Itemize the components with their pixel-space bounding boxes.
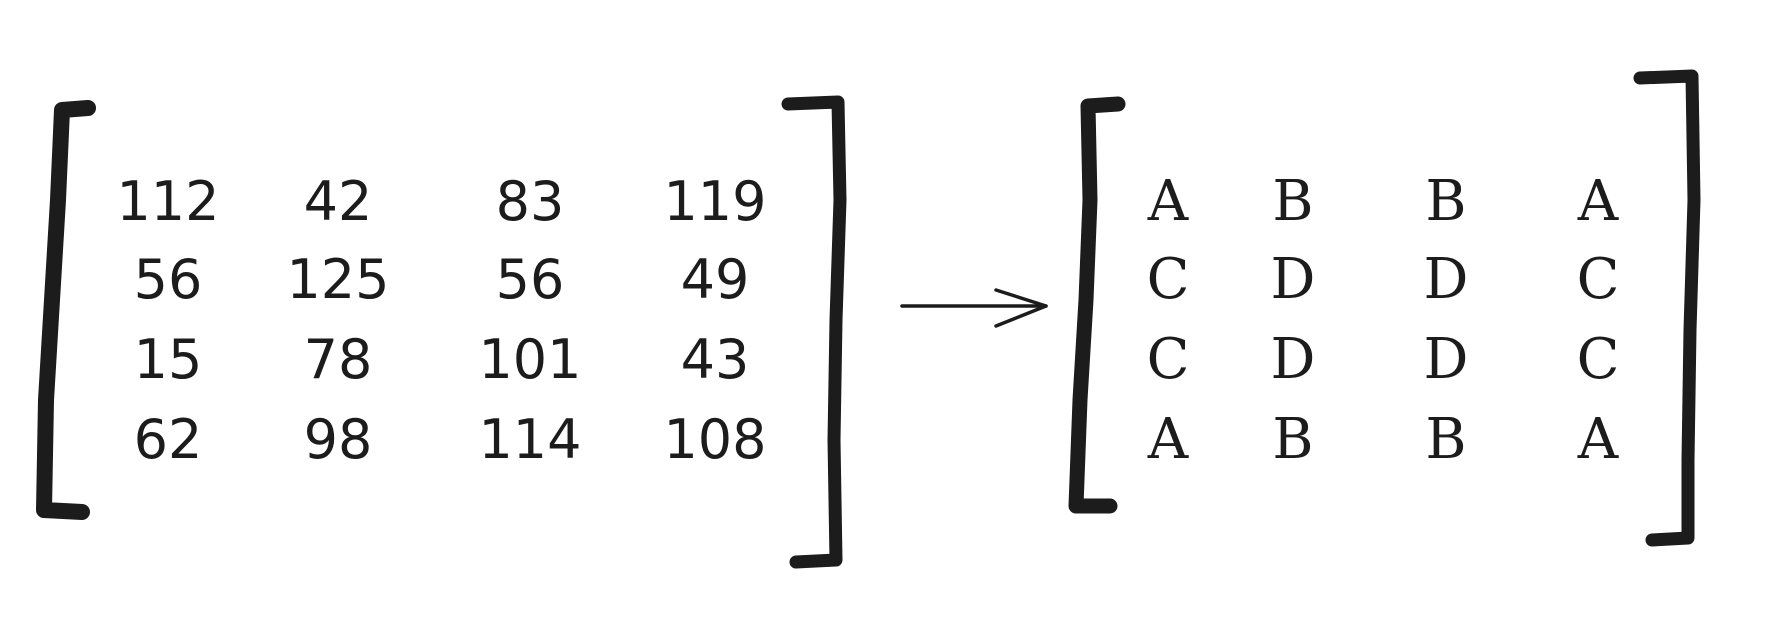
right-matrix-cell-r3-c2: D <box>1271 327 1316 392</box>
right-matrix-close-bracket <box>1633 69 1701 547</box>
mapping-arrow <box>900 288 1048 328</box>
left-matrix-cell-r2-c4: 49 <box>681 248 750 311</box>
right-matrix-cell-r2-c4: C <box>1577 247 1620 312</box>
right-matrix-cell-r1-c3: B <box>1425 169 1466 234</box>
left-matrix-cells: 112 42 83 119 56 125 56 49 15 78 101 43 62 98 114 108 <box>116 170 766 471</box>
right-matrix-open-bracket <box>1068 96 1126 514</box>
right-matrix-cell-r4-c4: A <box>1577 407 1619 472</box>
left-matrix-cell-r4-c3: 114 <box>478 408 581 471</box>
right-matrix-cell-r1-c4: A <box>1577 169 1619 234</box>
right-matrix-cell-r2-c3: D <box>1424 247 1469 312</box>
left-matrix-cell-r1-c3: 83 <box>496 170 565 233</box>
left-matrix-cell-r4-c1: 62 <box>134 408 203 471</box>
right-matrix-cell-r2-c2: D <box>1271 247 1316 312</box>
right-matrix-cell-r2-c1: C <box>1147 247 1190 312</box>
left-matrix-cell-r1-c4: 119 <box>663 170 766 233</box>
left-matrix-cell-r2-c2: 125 <box>286 248 389 311</box>
left-matrix-cell-r1-c1: 112 <box>116 170 219 233</box>
left-matrix-cell-r1-c2: 42 <box>304 170 373 233</box>
left-matrix-cell-r3-c3: 101 <box>478 328 581 391</box>
left-matrix-cell-r3-c4: 43 <box>681 328 750 391</box>
right-matrix-cell-r3-c3: D <box>1424 327 1469 392</box>
left-matrix-open-bracket <box>36 100 96 520</box>
right-matrix-cell-r3-c4: C <box>1577 327 1620 392</box>
left-matrix-close-bracket <box>781 95 847 569</box>
left-matrix-cell-r3-c1: 15 <box>134 328 203 391</box>
right-matrix-cell-r4-c3: B <box>1425 407 1466 472</box>
right-matrix-cell-r4-c2: B <box>1272 407 1313 472</box>
right-matrix-cell-r4-c1: A <box>1147 407 1189 472</box>
right-matrix-cell-r3-c1: C <box>1147 327 1190 392</box>
left-matrix-cell-r2-c1: 56 <box>134 248 203 311</box>
left-matrix-cell-r3-c2: 78 <box>304 328 373 391</box>
right-matrix-cell-r1-c1: A <box>1147 169 1189 234</box>
right-matrix-cell-r1-c2: B <box>1272 169 1313 234</box>
left-matrix: 112 42 83 119 56 125 56 49 15 78 101 43 62 98 114 108 <box>36 95 847 569</box>
left-matrix-cell-r4-c2: 98 <box>304 408 373 471</box>
arrow-head <box>994 288 1048 328</box>
left-matrix-cell-r4-c4: 108 <box>663 408 766 471</box>
left-matrix-cell-r2-c3: 56 <box>496 248 565 311</box>
